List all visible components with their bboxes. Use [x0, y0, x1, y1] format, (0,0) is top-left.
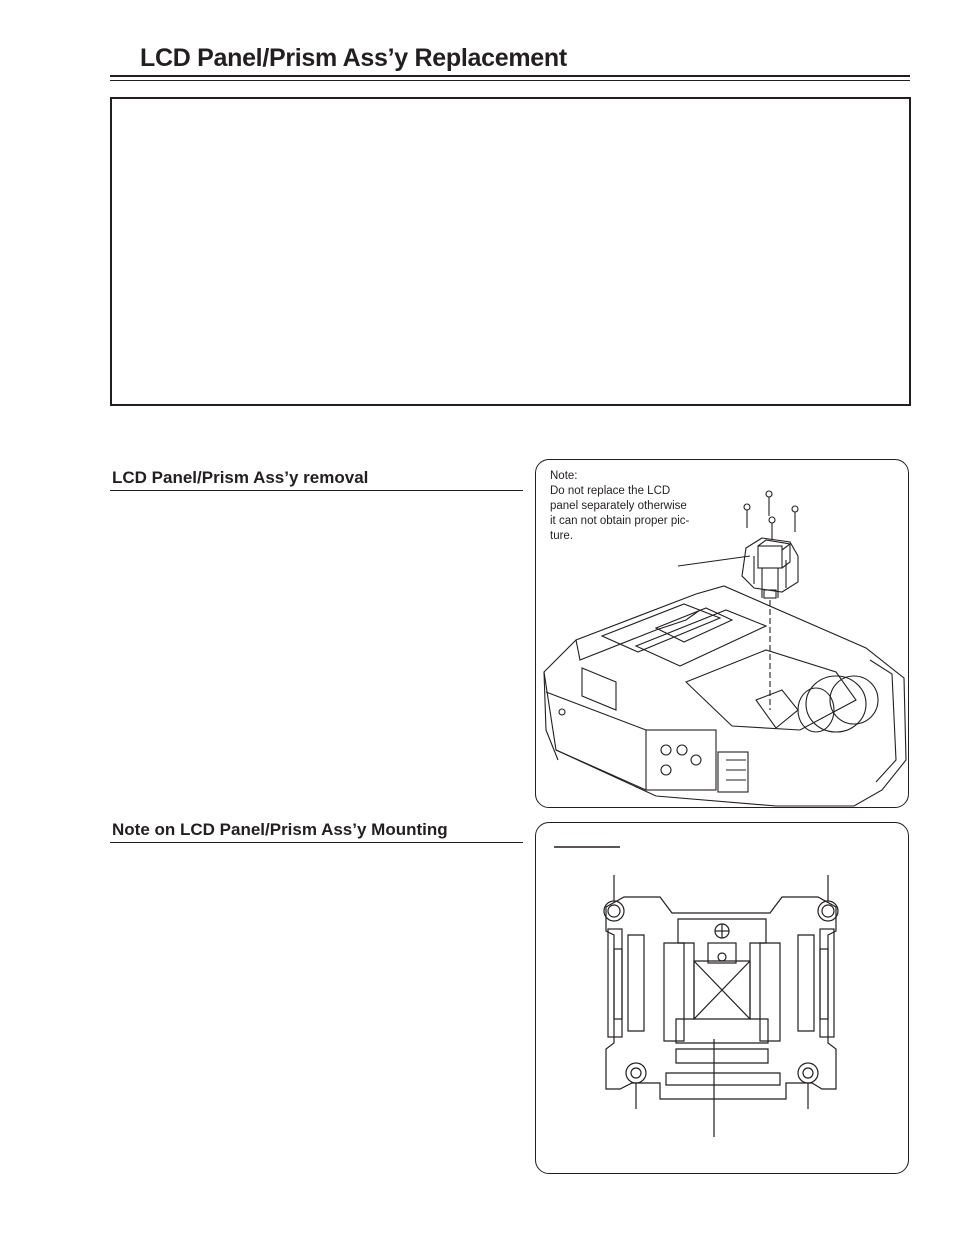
screw-icon [743, 490, 799, 540]
mounting-figure-panel [535, 822, 909, 1174]
lcd-note-line: ture. [550, 530, 574, 542]
page-title: LCD Panel/Prism Ass’y Replacement [140, 44, 567, 72]
title-rule [110, 75, 910, 77]
lcd-note-line: it can not obtain proper pic- [550, 515, 690, 527]
lcd-note-line: Do not replace the LCD [550, 485, 671, 497]
removal-heading-rule [110, 490, 523, 491]
mounting-heading: Note on LCD Panel/Prism Ass’y Mounting [112, 820, 448, 839]
mounting-heading-rule [110, 842, 523, 843]
lcd-note-label: Note: [550, 470, 578, 482]
removal-figure-panel: Note: Do not replace the LCD panel separ… [535, 459, 909, 808]
title-rule-thin [110, 80, 910, 81]
notice-box [110, 97, 911, 406]
projector-body-icon [543, 585, 907, 807]
screw-hole-icon [603, 900, 839, 1084]
leader-line [677, 555, 751, 567]
removal-heading: LCD Panel/Prism Ass’y removal [112, 468, 369, 487]
prism-assembly-icon [741, 537, 799, 599]
lcd-note-line: panel separately otherwise [550, 500, 687, 512]
prism-bracket-bottom-view-icon [554, 846, 839, 1137]
lcd-note: Note: Do not replace the LCD panel separ… [550, 469, 722, 544]
projector-exploded-view-icon [543, 490, 907, 807]
